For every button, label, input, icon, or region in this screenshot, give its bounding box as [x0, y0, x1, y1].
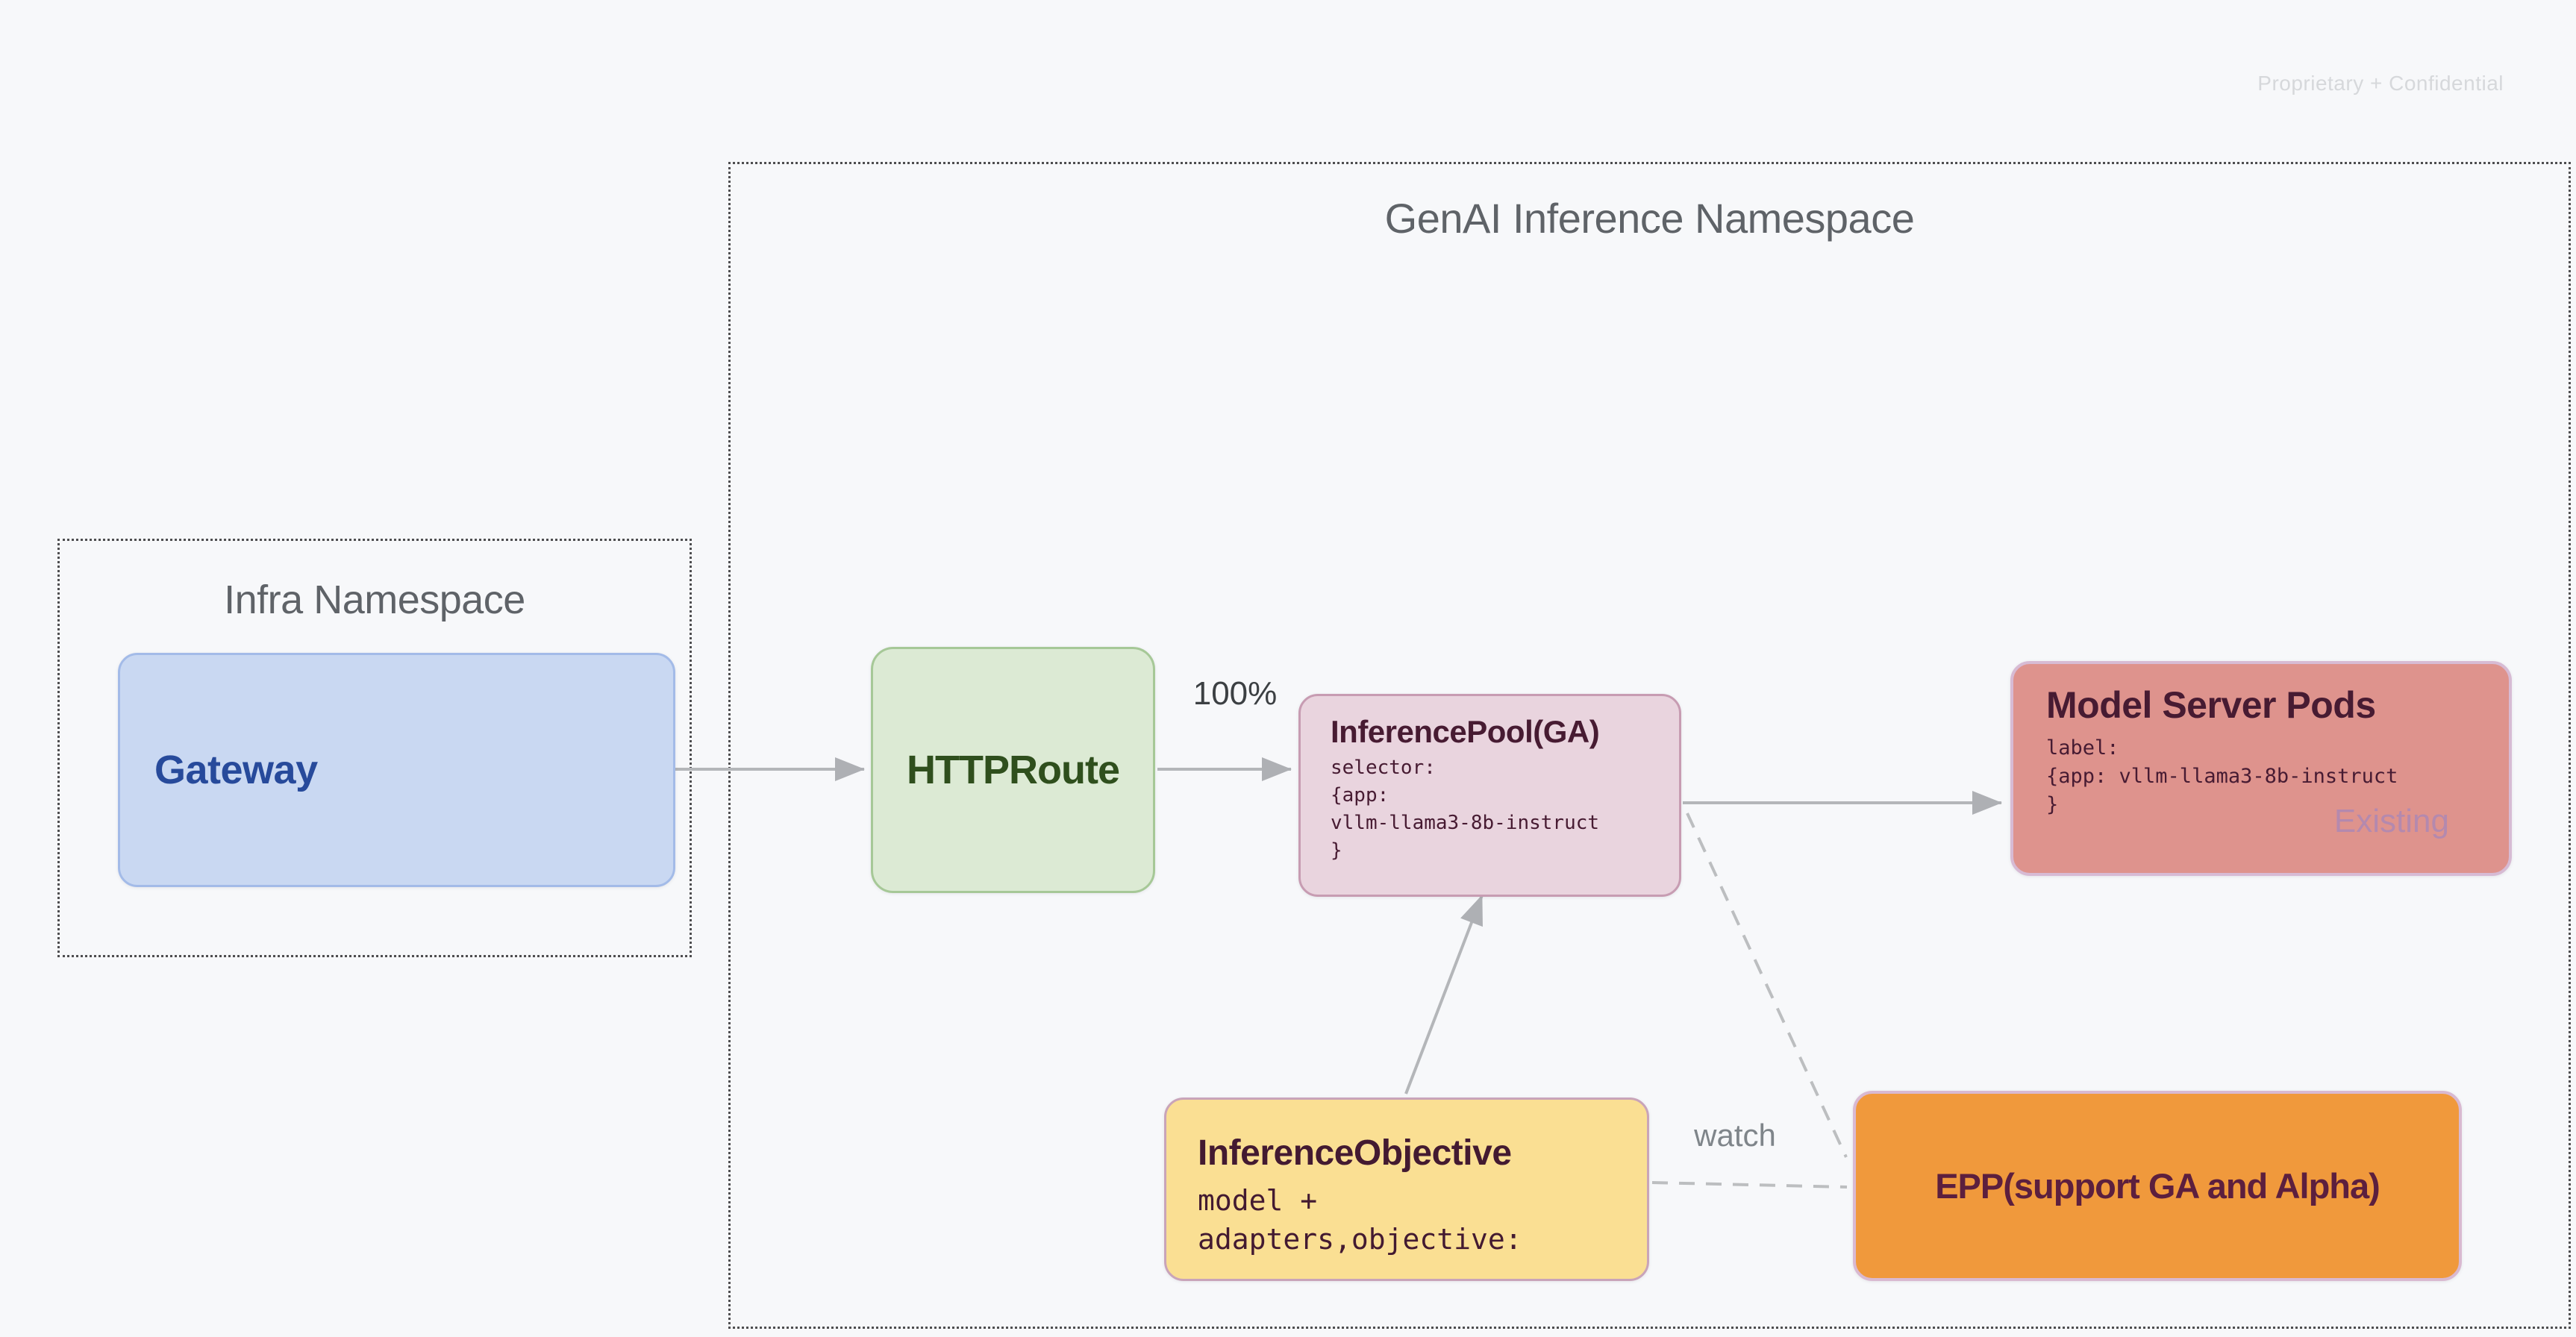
inference-pool-selector-code: selector: {app: vllm-llama3-8b-instruct … — [1331, 757, 1600, 862]
node-inference-pool: InferencePool(GA) selector: {app: vllm-l… — [1298, 694, 1681, 897]
gateway-label: Gateway — [154, 748, 318, 792]
inference-objective-code: model + adapters,objective: — [1198, 1184, 1522, 1256]
epp-label: EPP(support GA and Alpha) — [1935, 1166, 2380, 1206]
infra-namespace-box: Infra Namespace — [57, 539, 692, 957]
node-httproute: HTTPRoute — [871, 647, 1155, 893]
inference-objective-title: InferenceObjective — [1198, 1133, 1512, 1173]
model-server-pods-label-code: label: {app: vllm-llama3-8b-instruct } — [2046, 736, 2398, 816]
edge-label-watch: watch — [1694, 1118, 1776, 1153]
genai-namespace-title: GenAI Inference Namespace — [1384, 195, 1915, 242]
node-epp: EPP(support GA and Alpha) — [1853, 1091, 2462, 1281]
node-gateway: Gateway — [118, 653, 675, 887]
httproute-label: HTTPRoute — [907, 748, 1120, 792]
model-server-pods-title: Model Server Pods — [2046, 684, 2376, 726]
confidential-watermark: Proprietary + Confidential — [2257, 72, 2504, 95]
genai-namespace-box: GenAI Inference Namespace — [728, 162, 2571, 1329]
infra-namespace-title: Infra Namespace — [224, 577, 525, 622]
node-model-server-pods: Model Server Pods label: {app: vllm-llam… — [2010, 661, 2512, 876]
edge-label-100-percent: 100% — [1192, 675, 1278, 712]
existing-badge: Existing — [2333, 803, 2449, 839]
node-inference-objective: InferenceObjective model + adapters,obje… — [1164, 1098, 1649, 1281]
inference-pool-title: InferencePool(GA) — [1331, 714, 1600, 749]
